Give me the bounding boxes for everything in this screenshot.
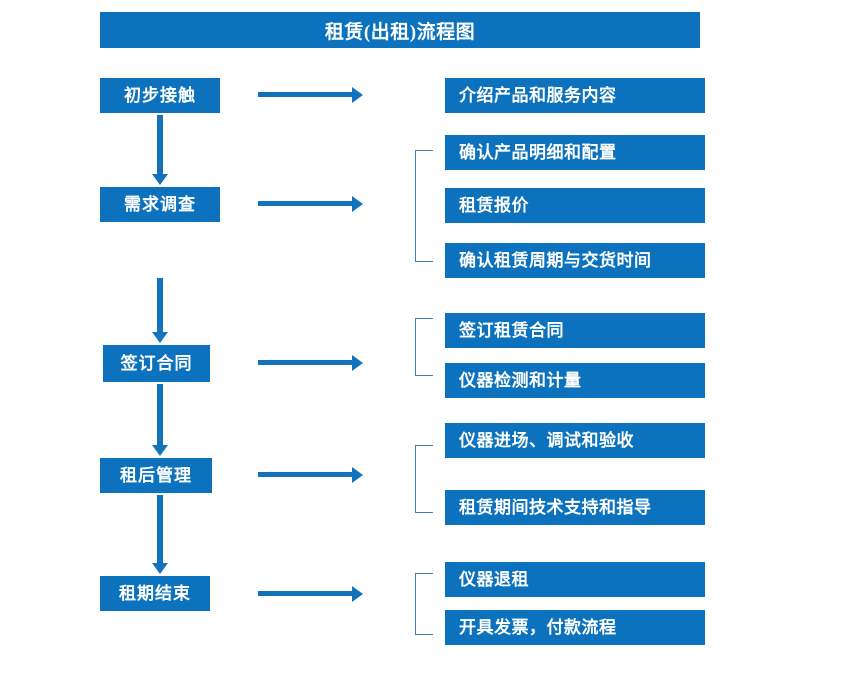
group-bracket-post-rental-management bbox=[415, 445, 433, 513]
right-arrow-icon-lease-end bbox=[258, 585, 363, 603]
detail-box-confirm-product-details[interactable]: 确认产品明细和配置 bbox=[445, 135, 705, 170]
detail-box-instrument-entry-commissioning[interactable]: 仪器进场、调试和验收 bbox=[445, 423, 705, 458]
detail-box-sign-lease-contract[interactable]: 签订租赁合同 bbox=[445, 313, 705, 348]
group-bracket-sign-contract bbox=[415, 318, 433, 376]
detail-box-instrument-inspection[interactable]: 仪器检测和计量 bbox=[445, 363, 705, 398]
group-bracket-lease-end bbox=[415, 573, 433, 635]
down-arrow-icon-survey-to-contract bbox=[150, 278, 170, 343]
right-arrow-icon-initial-contact bbox=[258, 86, 363, 104]
page-title: 租赁(出租)流程图 bbox=[100, 12, 700, 48]
detail-box-rental-quotation[interactable]: 租赁报价 bbox=[445, 188, 705, 223]
detail-box-confirm-lease-period[interactable]: 确认租赁周期与交货时间 bbox=[445, 243, 705, 278]
detail-box-invoice-payment[interactable]: 开具发票，付款流程 bbox=[445, 610, 705, 645]
stage-box-post-rental-management[interactable]: 租后管理 bbox=[100, 458, 212, 493]
stage-box-requirement-survey[interactable]: 需求调查 bbox=[100, 187, 220, 222]
detail-box-instrument-return[interactable]: 仪器退租 bbox=[445, 562, 705, 597]
detail-box-introduce-products[interactable]: 介绍产品和服务内容 bbox=[445, 78, 705, 113]
group-bracket-requirement-survey bbox=[415, 150, 433, 262]
detail-box-technical-support[interactable]: 租赁期间技术支持和指导 bbox=[445, 490, 705, 525]
down-arrow-icon-contract-to-management bbox=[150, 384, 170, 456]
right-arrow-icon-sign-contract bbox=[258, 354, 363, 372]
stage-box-lease-end[interactable]: 租期结束 bbox=[100, 576, 210, 611]
down-arrow-icon-contact-to-survey bbox=[150, 115, 170, 185]
stage-box-initial-contact[interactable]: 初步接触 bbox=[100, 78, 220, 113]
right-arrow-icon-post-rental-management bbox=[258, 466, 363, 484]
right-arrow-icon-requirement-survey bbox=[258, 195, 363, 213]
down-arrow-icon-management-to-leaseend bbox=[150, 495, 170, 574]
stage-box-sign-contract[interactable]: 签订合同 bbox=[103, 345, 210, 382]
